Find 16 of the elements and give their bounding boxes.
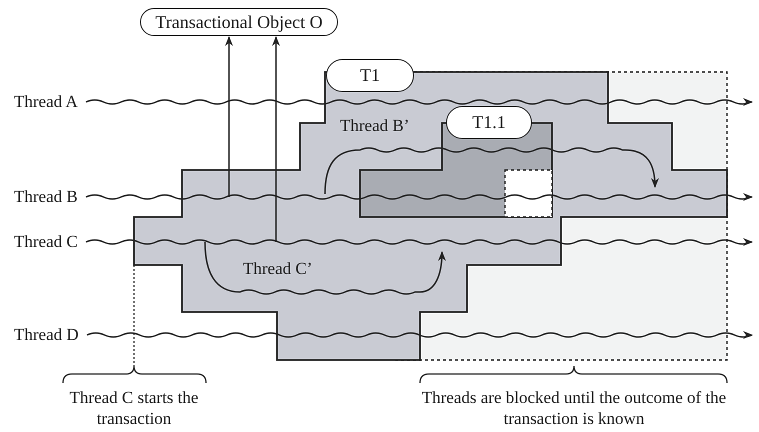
- thread-label: Thread A: [14, 92, 78, 112]
- access-arrow: [272, 36, 280, 242]
- access-arrow: [225, 36, 233, 197]
- rounded-node: Transactional Object O: [140, 8, 338, 36]
- rounded-node: T1.1: [446, 106, 532, 139]
- thread-label: Thread B’: [340, 115, 410, 136]
- thread-arrow: [86, 238, 753, 246]
- thread-arrow: [86, 98, 753, 106]
- caption: Threads are blocked until the outcome of the transaction is known: [420, 387, 728, 429]
- thread-label: Thread B: [14, 187, 78, 207]
- rounded-node: T1: [326, 59, 414, 92]
- caption: Thread C starts the transaction: [68, 387, 200, 429]
- thread-label: Thread C’: [243, 258, 314, 279]
- thread-label: Thread C: [14, 232, 78, 252]
- thread-label: Thread D: [14, 325, 79, 345]
- thread-arrow: [86, 193, 753, 201]
